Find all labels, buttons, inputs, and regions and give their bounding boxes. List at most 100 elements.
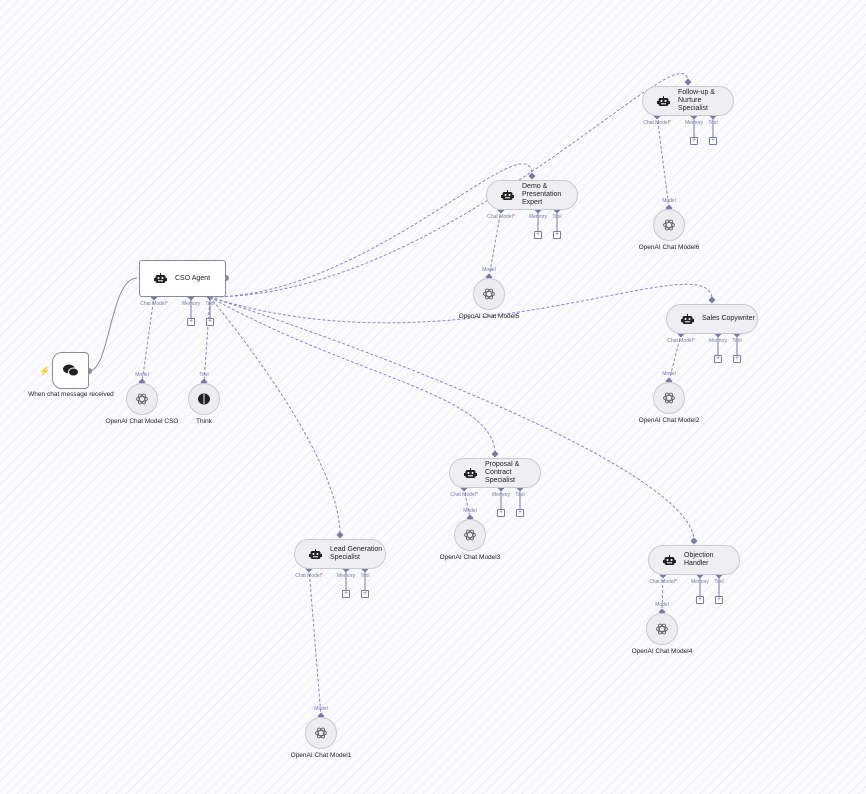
connection-edge[interactable] <box>141 296 155 383</box>
add-memory-button[interactable]: + <box>342 590 350 598</box>
connection-edge[interactable] <box>488 209 502 278</box>
agent-label: Follow-up & Nurture Specialist <box>678 89 715 112</box>
connection-handle[interactable] <box>708 296 716 304</box>
model-handle-label: Model <box>463 508 477 514</box>
tool-handle-label: Tool <box>360 573 370 579</box>
model-handle-label: Model <box>655 602 669 608</box>
tool-handle-label: Tool <box>552 214 562 220</box>
memory-handle-label: Memory <box>690 579 710 585</box>
chat-bubbles-icon <box>62 364 79 377</box>
robot-icon <box>154 273 167 283</box>
memory-handle-label: Memory <box>181 301 201 307</box>
tool-handle-label: Tool <box>714 579 724 585</box>
openai-chat-model-cso-label: OpenAI Chat Model CSO <box>105 418 179 425</box>
add-tool-button[interactable]: + <box>709 137 717 145</box>
trigger-bolt-icon: ⚡ <box>39 366 51 376</box>
add-tool-button[interactable]: + <box>733 355 741 363</box>
openai-chat-model-cso[interactable] <box>126 383 158 415</box>
agent-label: Sales Copywriter <box>702 315 755 322</box>
agent-node-sales[interactable]: Sales Copywriter <box>666 304 758 334</box>
add-tool-button[interactable]: + <box>361 590 369 598</box>
add-tool-button[interactable]: + <box>715 596 723 604</box>
connection-edge[interactable] <box>203 296 211 383</box>
add-memory-button[interactable]: + <box>714 355 722 363</box>
model-handle-label: Model <box>662 371 676 377</box>
chat-model-handle-label: Chat Model* <box>450 492 478 498</box>
connection-edge[interactable] <box>209 296 695 542</box>
tool-handle-label: Tool <box>205 301 215 307</box>
connection-handle[interactable] <box>336 531 344 539</box>
agent-label: Lead Generation Specialist <box>330 546 383 561</box>
connection-edge[interactable] <box>661 574 664 613</box>
connection-handle[interactable] <box>491 450 499 458</box>
chat-model-handle-label: Chat Model* <box>295 573 323 579</box>
agent-node-objection[interactable]: Objection Handler <box>648 545 740 575</box>
robot-icon <box>681 313 694 324</box>
memory-handle-label: Memory <box>491 492 511 498</box>
model-handle-label: Model <box>314 706 328 712</box>
openai-chat-model-objection[interactable] <box>646 613 678 645</box>
robot-icon <box>309 548 322 559</box>
openai-icon <box>464 529 476 541</box>
model-handle-label: Model <box>135 372 149 378</box>
agent-label: Proposal & Contract Specialist <box>485 461 520 484</box>
openai-chat-model-demo[interactable] <box>473 278 505 310</box>
add-memory-button[interactable]: + <box>497 509 505 517</box>
chat-trigger-node[interactable] <box>52 352 89 389</box>
tool-handle-label: Tool <box>732 338 742 344</box>
connection-edge[interactable] <box>209 296 496 455</box>
connection-edge[interactable] <box>463 487 471 519</box>
add-tool-button[interactable]: + <box>516 509 524 517</box>
openai-chat-model-followup[interactable] <box>653 209 685 241</box>
chat-model-handle-label: Chat Model* <box>667 338 695 344</box>
connection-handle[interactable] <box>684 78 692 86</box>
add-memory-button[interactable]: + <box>187 318 195 326</box>
openai-chat-model-sales-label: OpenAI Chat Model2 <box>638 417 700 424</box>
model-handle-label: Model <box>662 198 676 204</box>
openai-chat-model-followup-label: OpenAI Chat Model6 <box>638 244 700 251</box>
think-tool-node[interactable] <box>188 383 220 415</box>
cso-agent-label: CSO Agent <box>175 275 211 282</box>
openai-icon <box>663 219 675 231</box>
connection-edge[interactable] <box>656 115 670 209</box>
add-memory-button[interactable]: + <box>696 596 704 604</box>
chat-model-handle-label: Chat Model* <box>643 120 671 126</box>
chat-model-handle-label: Chat Model* <box>649 579 677 585</box>
openai-chat-model-objection-label: OpenAI Chat Model4 <box>631 648 693 655</box>
openai-chat-model-sales[interactable] <box>653 382 685 414</box>
chat-trigger-label: When chat message received <box>28 391 114 398</box>
chat-model-handle-label: Chat Model* <box>487 214 515 220</box>
agent-node-followup[interactable]: Follow-up & Nurture Specialist <box>642 86 734 116</box>
cso-agent-node[interactable]: CSO Agent <box>139 260 226 297</box>
add-tool-button[interactable]: + <box>206 318 214 326</box>
openai-chat-model-proposal[interactable] <box>454 519 486 551</box>
connection-edge[interactable] <box>308 568 322 717</box>
add-memory-button[interactable]: + <box>534 231 542 239</box>
agent-label: Objection Handler <box>684 552 714 567</box>
openai-chat-model-demo-label: OpenAI Chat Model5 <box>458 313 520 320</box>
add-tool-button[interactable]: + <box>553 231 561 239</box>
memory-handle-label: Memory <box>684 120 704 126</box>
add-memory-button[interactable]: + <box>690 137 698 145</box>
connection-edge[interactable] <box>209 73 689 298</box>
robot-icon <box>501 189 514 200</box>
model-handle-label: Tool <box>199 372 209 378</box>
memory-handle-label: Memory <box>336 573 356 579</box>
think-tool-node-label: Think <box>196 418 212 425</box>
connection-edge[interactable] <box>88 277 138 372</box>
agent-node-demo[interactable]: Demo & Presentation Expert <box>486 180 578 210</box>
connection-edge[interactable] <box>209 163 533 298</box>
connection-handle[interactable] <box>528 172 536 180</box>
tool-handle-label: Tool <box>708 120 718 126</box>
robot-icon <box>464 467 477 478</box>
openai-chat-model-lead[interactable] <box>305 717 337 749</box>
memory-handle-label: Memory <box>528 214 548 220</box>
connection-edge[interactable] <box>209 296 341 536</box>
agent-node-lead[interactable]: Lead Generation Specialist <box>294 539 386 569</box>
openai-icon <box>483 288 495 300</box>
agent-node-proposal[interactable]: Proposal & Contract Specialist <box>449 458 541 488</box>
connection-edge[interactable] <box>668 333 682 382</box>
connection-handle[interactable] <box>690 537 698 545</box>
tool-handle-label: Tool <box>515 492 525 498</box>
connection-edge[interactable] <box>209 283 713 324</box>
